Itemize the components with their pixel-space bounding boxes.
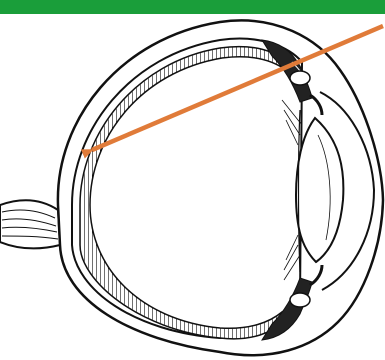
bottom-border-band [0, 352, 385, 360]
optic-nerve [0, 200, 60, 248]
top-border-band [0, 0, 385, 14]
